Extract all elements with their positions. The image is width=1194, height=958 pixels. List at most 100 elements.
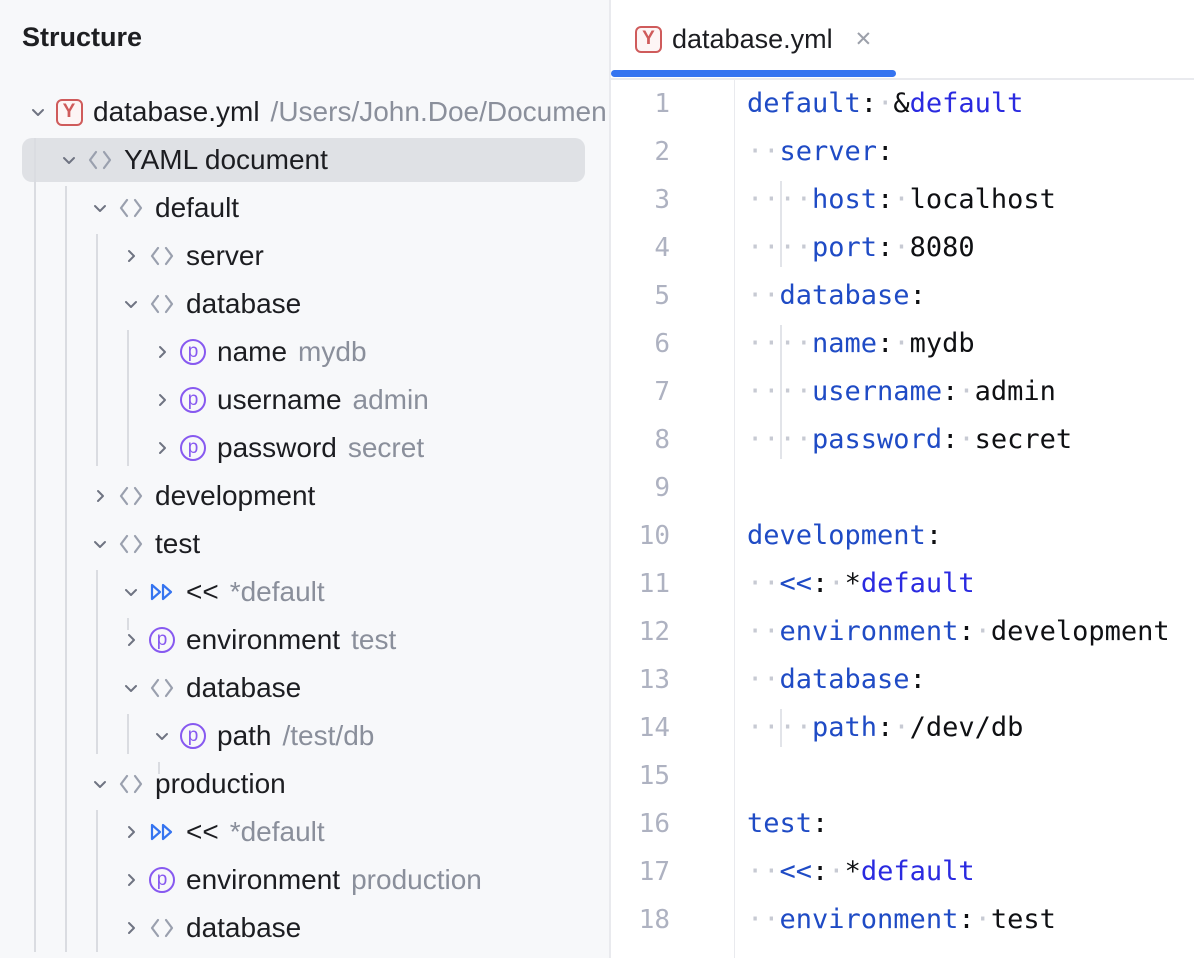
tree-node-label: default <box>155 192 240 223</box>
tree-row[interactable]: database <box>0 280 609 328</box>
tree-node-label: production <box>155 768 286 799</box>
line-number: 6 <box>654 329 670 359</box>
tree-row[interactable]: << *default <box>0 808 609 856</box>
tree-indent-guide <box>127 714 129 754</box>
chevron-down-icon[interactable] <box>88 532 112 556</box>
property-icon: p <box>149 867 175 893</box>
code-line <box>747 752 1194 800</box>
chevron-down-icon[interactable] <box>88 772 112 796</box>
property-icon: p <box>180 339 206 365</box>
code-line: ··environment:·development <box>747 616 1170 647</box>
tag-icon <box>119 534 143 554</box>
chevron-right-icon[interactable] <box>119 868 143 892</box>
tree-indent-guide <box>96 570 98 754</box>
chevron-down-icon[interactable] <box>119 292 143 316</box>
line-number: 13 <box>638 665 670 695</box>
structure-panel-title: Structure <box>22 22 143 52</box>
code-line: ····name:·mydb <box>747 328 975 359</box>
tag-icon <box>119 198 143 218</box>
tree-node-label: database <box>186 672 302 703</box>
chevron-right-icon[interactable] <box>119 628 143 652</box>
tree-row[interactable]: <<*default <box>0 568 609 616</box>
line-number: 2 <box>654 137 670 167</box>
line-number: 14 <box>638 713 670 743</box>
chevron-down-icon[interactable] <box>150 724 174 748</box>
tree-row[interactable]: development <box>0 472 609 520</box>
chevron-down-icon[interactable] <box>88 196 112 220</box>
merge-icon <box>150 823 173 841</box>
chevron-right-icon[interactable] <box>150 436 174 460</box>
editor-code: default:·&default··server:····host:·loca… <box>735 80 1194 958</box>
tree-row[interactable]: database <box>0 664 609 712</box>
chevron-down-icon[interactable] <box>26 100 50 124</box>
line-number: 8 <box>654 425 670 455</box>
tree-indent-guide <box>96 234 98 466</box>
chevron-right-icon[interactable] <box>150 340 174 364</box>
chevron-down-icon[interactable] <box>119 580 143 604</box>
tree-row[interactable]: database <box>0 904 609 952</box>
tree-node-label: YAML document <box>124 144 328 175</box>
merge-icon <box>150 583 173 601</box>
tree-node-label: environment <box>186 624 341 655</box>
line-number: 9 <box>654 473 670 503</box>
line-number: 18 <box>638 905 670 935</box>
tree-node-value: *default <box>229 816 325 847</box>
code-line: test: <box>747 808 829 839</box>
property-icon: p <box>180 435 206 461</box>
tree-node-label: path <box>217 720 272 751</box>
code-line: default:·&default <box>747 88 1024 119</box>
yaml-file-icon: Y <box>55 98 83 126</box>
tab-database-yml[interactable]: Y database.yml ✕ <box>611 0 897 78</box>
tree-row[interactable]: test <box>0 520 609 568</box>
editor-indent-guide <box>779 325 782 459</box>
tree-node-value: *default <box>229 576 325 607</box>
tree-indent-guide <box>127 330 129 466</box>
tree-node-value: secret <box>347 432 425 463</box>
tree-row[interactable]: server <box>0 232 609 280</box>
code-line: ··server: <box>747 136 894 167</box>
active-tab-indicator <box>611 70 897 77</box>
tag-icon <box>150 918 174 938</box>
chevron-right-icon[interactable] <box>150 388 174 412</box>
chevron-right-icon[interactable] <box>119 820 143 844</box>
editor-tab-bar: Y database.yml ✕ <box>611 0 1194 80</box>
tab-close-icon[interactable]: ✕ <box>854 27 873 51</box>
code-line: ··<<:·*default <box>747 856 975 887</box>
chevron-right-icon[interactable] <box>119 916 143 940</box>
line-number: 10 <box>638 521 670 551</box>
tree-row[interactable]: default <box>0 184 609 232</box>
chevron-down-icon[interactable] <box>119 676 143 700</box>
tag-icon <box>150 678 174 698</box>
tree-node-value: /test/db <box>282 720 375 751</box>
chevron-right-icon[interactable] <box>88 484 112 508</box>
property-icon: p <box>180 723 206 749</box>
tab-label: database.yml <box>672 23 833 54</box>
code-line: ····username:·admin <box>747 376 1056 407</box>
line-number: 5 <box>654 281 670 311</box>
code-line: ····password:·secret <box>747 424 1073 455</box>
line-number: 12 <box>638 617 670 647</box>
tree-node-label: << <box>186 816 219 847</box>
tag-icon <box>119 774 143 794</box>
code-line: ··database: <box>747 664 926 695</box>
chevron-down-icon[interactable] <box>57 148 81 172</box>
tree-indent-guide <box>96 810 98 952</box>
tree-row[interactable]: production <box>0 760 609 808</box>
tree-node-value: /Users/John.Doe/Documen <box>270 96 607 127</box>
tree-node-label: name <box>217 336 288 367</box>
tree-node-label: database <box>186 912 302 943</box>
code-line: ····port:·8080 <box>747 232 975 263</box>
tree-row[interactable]: YAML document <box>0 136 609 184</box>
chevron-right-icon[interactable] <box>119 244 143 268</box>
line-number: 3 <box>654 185 670 215</box>
